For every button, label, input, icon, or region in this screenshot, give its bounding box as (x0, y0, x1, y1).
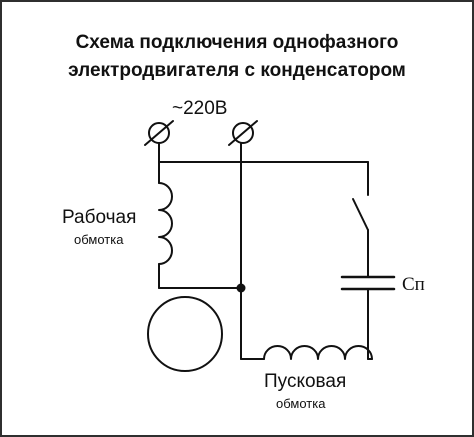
supply-terminal-left (144, 120, 174, 146)
starting-winding-label: Пусковая (264, 371, 347, 392)
junction-dot (236, 283, 246, 293)
diagram-title-line-1: Схема подключения однофазного (75, 32, 399, 53)
start-capacitor (340, 275, 396, 291)
capacitor-label: Сп (402, 274, 425, 295)
starting-winding-coil (263, 345, 373, 360)
motor-rotor (147, 296, 223, 372)
starting-winding-sublabel: обмотка (276, 396, 326, 411)
supply-terminal-right (228, 120, 258, 146)
voltage-label: ~220В (172, 98, 228, 119)
diagram-title-line-2: электродвигателя с конденсатором (68, 60, 406, 81)
working-winding-label: Рабочая (62, 207, 137, 228)
working-winding-coil (158, 182, 173, 265)
start-switch-blade (352, 198, 369, 231)
working-winding-sublabel: обмотка (74, 232, 124, 247)
